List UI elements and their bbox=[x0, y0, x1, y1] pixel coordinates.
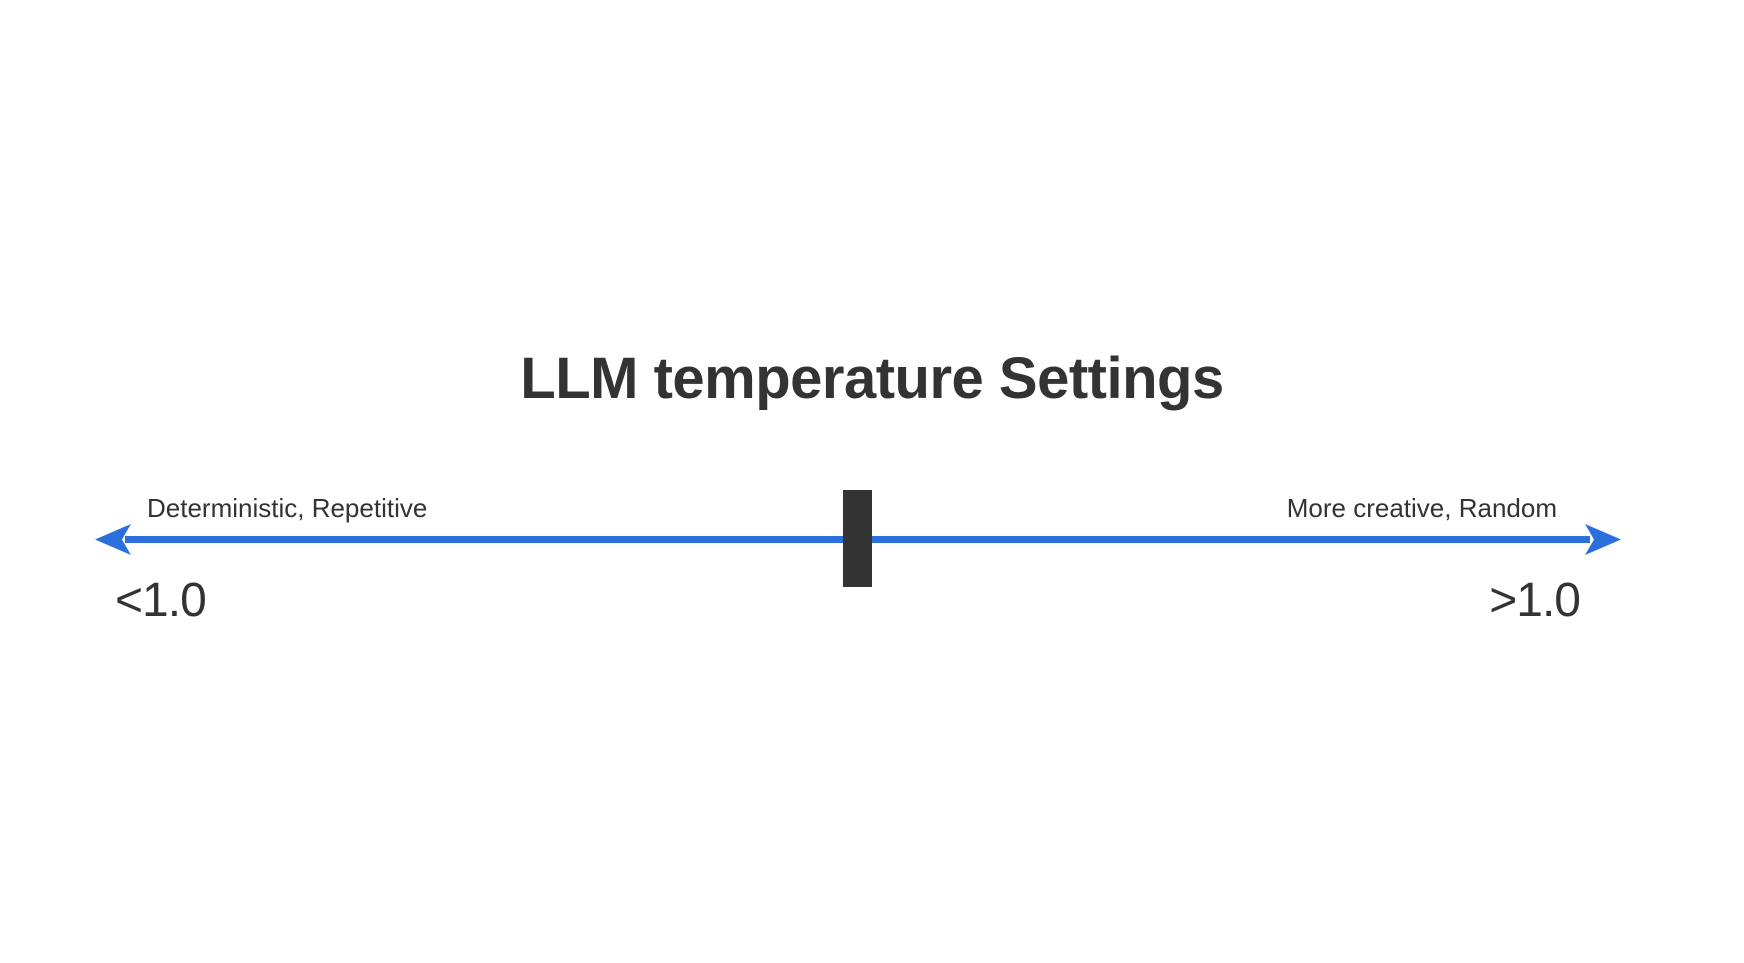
arrow-right-icon bbox=[1585, 524, 1621, 555]
left-description: Deterministic, Repetitive bbox=[147, 493, 428, 523]
temperature-marker bbox=[843, 490, 872, 587]
left-value: <1.0 bbox=[115, 574, 207, 627]
right-value: >1.0 bbox=[1489, 574, 1581, 627]
right-description: More creative, Random bbox=[1286, 493, 1557, 523]
arrow-left-icon bbox=[95, 524, 131, 555]
diagram-title: LLM temperature Settings bbox=[520, 346, 1224, 411]
